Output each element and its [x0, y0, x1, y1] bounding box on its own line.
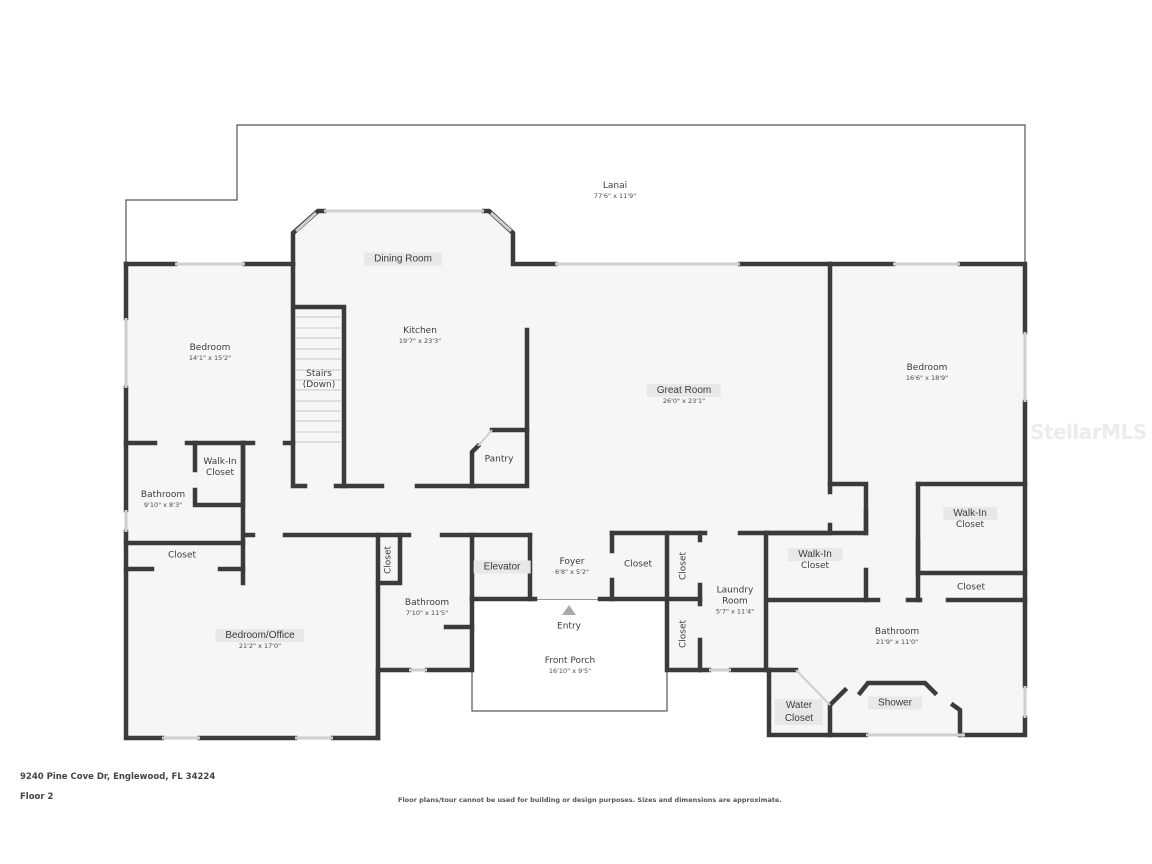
stair-treads: [296, 316, 342, 443]
room-shower: Shower: [868, 696, 922, 710]
floor-label: Floor 2: [20, 792, 54, 802]
property-address: 9240 Pine Cove Dr, Englewood, FL 34224: [20, 772, 216, 782]
room-foyer: Foyer 6'8" x 5'2": [554, 557, 590, 576]
room-pantry: Pantry: [484, 454, 514, 465]
room-walkin-closet-e2: Walk-In Closet: [943, 507, 997, 531]
room-great-room: Great Room 26'0" x 23'1": [646, 384, 722, 406]
room-closet-w: Closet: [167, 550, 197, 561]
interior-walls: [123, 261, 1028, 741]
room-dining: Dining Room: [364, 252, 442, 266]
entry-arrow-icon: [562, 605, 576, 615]
windows: [124, 209, 1027, 740]
watermark: StellarMLS: [1030, 420, 1147, 444]
room-closet-v2: Closet: [678, 619, 689, 649]
room-water-closet: Water Closet: [774, 699, 824, 725]
room-bedroom-e: Bedroom 16'6" x 18'9": [905, 363, 949, 382]
room-laundry: Laundry Room 5'7" x 11'4": [715, 585, 755, 616]
room-walkin-closet-e1: Walk-In Closet: [788, 548, 842, 572]
lanai-area: [125, 124, 1026, 265]
room-closet-bath-mid: Closet: [383, 545, 394, 575]
room-elevator: Elevator: [473, 560, 531, 574]
room-stairs: Stairs (Down): [302, 369, 336, 390]
room-bathroom-w: Bathroom 9'10" x 8'3": [140, 490, 186, 509]
disclaimer: Floor plans/tour cannot be used for buil…: [398, 796, 782, 804]
interior-floor: [126, 211, 1025, 738]
room-bedroom-nw: Bedroom 14'1" x 15'2": [188, 343, 232, 362]
room-closet-e: Closet: [956, 582, 986, 593]
room-bathroom-mid: Bathroom 7'10" x 11'5": [404, 598, 450, 617]
room-front-porch: Front Porch 16'10" x 9'5": [544, 656, 596, 675]
room-closet-foyer: Closet: [623, 559, 653, 570]
label-entry: Entry: [557, 621, 581, 632]
room-kitchen: Kitchen 19'7" x 23'3": [398, 326, 442, 345]
exterior-walls: [123, 208, 1028, 741]
room-lanai: Lanai 77'6" x 11'9": [593, 181, 637, 200]
room-closet-v1: Closet: [678, 551, 689, 581]
room-walkin-closet-w: Walk-In Closet: [203, 457, 237, 478]
front-porch-area: [471, 598, 668, 712]
room-bathroom-master: Bathroom 21'9" x 11'0": [874, 627, 920, 646]
room-bedroom-office: Bedroom/Office 21'2" x 17'0": [215, 629, 305, 651]
